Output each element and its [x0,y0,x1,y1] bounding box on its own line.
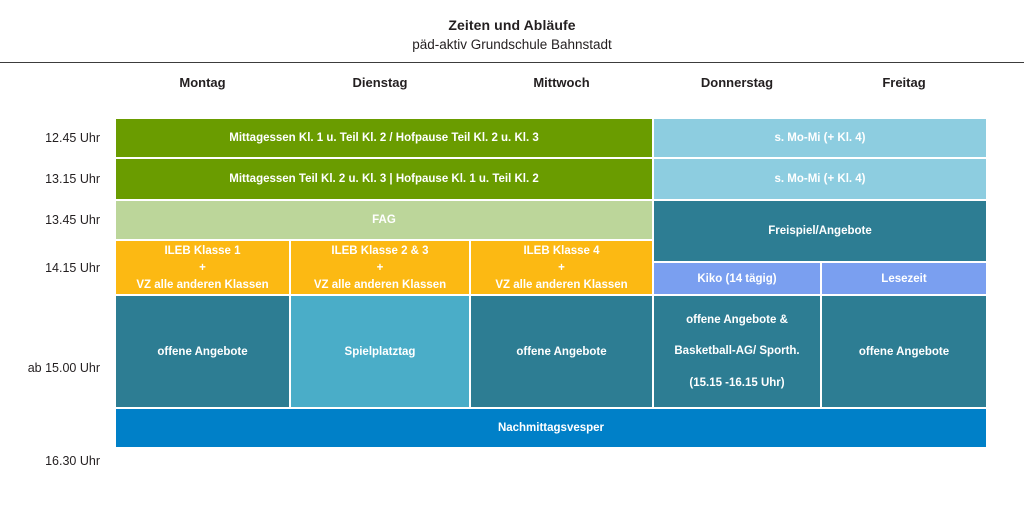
cell-1415-montag-line2: + [199,261,206,274]
cell-1415-mittwoch-line1: ILEB Klasse 4 [523,244,600,257]
cell-1500-donnerstag-line1: offene Angebote & [686,313,788,326]
cell-1415-dienstag-line1: ILEB Klasse 2 & 3 [331,244,429,257]
cell-1415-dienstag-line3: VZ alle anderen Klassen [313,278,447,291]
cell-1245-donnerstag-freitag: s. Mo-Mi (+ Kl. 4) [653,118,987,158]
column-header-freitag: Freitag [882,75,926,90]
title-divider [0,62,1024,63]
schedule-row-1345: FAG ILEB Klasse 1 + VZ alle anderen Klas… [115,200,987,295]
page-subtitle: päd-aktiv Grundschule Bahnstadt [412,37,612,52]
schedule-row-1415-ileb: ILEB Klasse 1 + VZ alle anderen Klassen … [115,240,653,295]
cell-1315-montag-mittwoch: Mittagessen Teil Kl. 2 u. Kl. 3 | Hofpau… [115,158,653,200]
column-header-dienstag: Dienstag [352,75,408,90]
cell-1415-dienstag-line2: + [376,261,384,274]
cell-1415-donnerstag: Kiko (14 tägig) [653,262,821,295]
schedule-grid: Mittagessen Kl. 1 u. Teil Kl. 2 / Hofpau… [115,118,987,448]
cell-1500-montag: offene Angebote [115,295,290,408]
cell-1415-montag-line1: ILEB Klasse 1 [164,244,241,257]
time-label-1415: 14.15 Uhr [45,260,100,275]
cell-1415-dienstag: ILEB Klasse 2 & 3 + VZ alle anderen Klas… [290,240,470,295]
cell-1415-mittwoch: ILEB Klasse 4 + VZ alle anderen Klassen [470,240,653,295]
cell-1345-fag: FAG [115,200,653,240]
schedule-row-1630: Nachmittagsvesper [115,408,987,448]
cell-1345-freispiel-angebote: Freispiel/Angebote [653,200,987,262]
cell-1415-montag: ILEB Klasse 1 + VZ alle anderen Klassen [115,240,290,295]
cell-1415-montag-line3: VZ alle anderen Klassen [136,278,269,291]
time-label-1630: 16.30 Uhr [45,454,100,468]
cell-1500-donnerstag-lines: offene Angebote & Basketball-AG/ Sporth.… [658,298,816,405]
cell-1500-donnerstag: offene Angebote & Basketball-AG/ Sporth.… [653,295,821,408]
time-label-1345: 13.45 Uhr [45,213,100,227]
schedule-row-1500: offene Angebote Spielplatztag offene Ang… [115,295,987,408]
cell-1315-donnerstag-freitag: s. Mo-Mi (+ Kl. 4) [653,158,987,200]
column-header-row: Montag Dienstag Mittwoch Donnerstag Frei… [0,73,1024,93]
cell-1415-mittwoch-line3: VZ alle anderen Klassen [495,278,628,291]
page-title: Zeiten und Abläufe [448,17,576,33]
column-group-montag-mittwoch: FAG ILEB Klasse 1 + VZ alle anderen Klas… [115,200,653,295]
cell-1630-nachmittagsvesper: Nachmittagsvesper [115,408,987,448]
cell-1500-mittwoch: offene Angebote [470,295,653,408]
column-header-mittwoch: Mittwoch [533,75,590,90]
title-block: Zeiten und Abläufe päd-aktiv Grundschule… [0,0,1024,54]
cell-1500-dienstag: Spielplatztag [290,295,470,408]
schedule-row-1415-kiko-lesezeit: Kiko (14 tägig) Lesezeit [653,262,987,295]
cell-1500-freitag: offene Angebote [821,295,987,408]
cell-1500-donnerstag-line2: Basketball-AG/ Sporth. [674,345,800,358]
column-header-montag: Montag [179,75,226,90]
cell-1415-freitag: Lesezeit [821,262,987,295]
time-label-column: 12.45 Uhr 13.15 Uhr 13.45 Uhr 14.15 Uhr … [0,118,110,481]
time-label-1500: ab 15.00 Uhr [27,361,100,375]
cell-1415-mittwoch-line2: + [558,261,565,274]
cell-1500-donnerstag-line3: (15.15 -16.15 Uhr) [689,377,785,390]
column-header-donnerstag: Donnerstag [700,75,774,90]
time-label-1315: 13.15 Uhr [45,172,100,186]
time-label-1245: 12.45 Uhr [45,131,100,145]
schedule-row-1315: Mittagessen Teil Kl. 2 u. Kl. 3 | Hofpau… [115,158,987,200]
column-group-donnerstag-freitag: Freispiel/Angebote Kiko (14 tägig) Lesez… [653,200,987,295]
schedule-row-1245: Mittagessen Kl. 1 u. Teil Kl. 2 / Hofpau… [115,118,987,158]
cell-1245-montag-mittwoch: Mittagessen Kl. 1 u. Teil Kl. 2 / Hofpau… [115,118,653,158]
